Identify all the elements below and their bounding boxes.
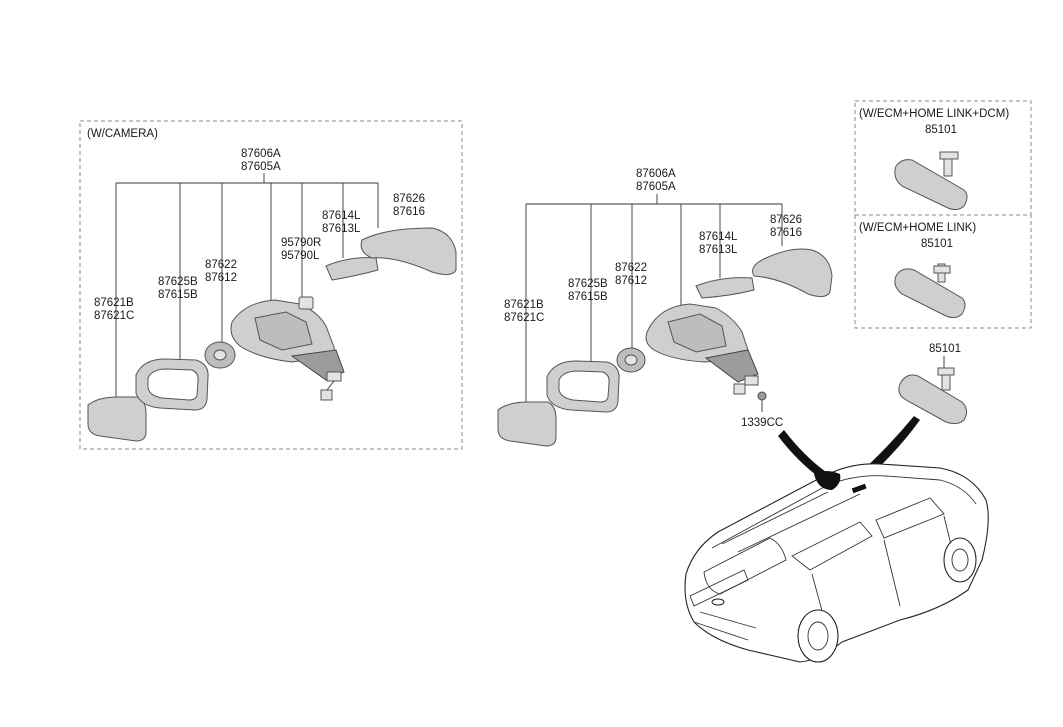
right-bezel-code-2: 87615B [568,291,608,303]
car-rear-wheel-hub [807,621,829,651]
right-standard-group: 87606A 87605A 87621B 87621C 87625B 87615… [497,168,833,447]
inside-mirror-part-2: 85101 [921,238,953,250]
left-actuator-code-2: 87612 [205,272,237,284]
car-rear-wheel [797,609,839,663]
car-front-wheel-hub [951,548,969,572]
right-screw-shape [757,391,767,401]
car-emblem [711,598,725,606]
left-repeater-code-2: 87613L [322,223,361,235]
camera-group-title: (W/CAMERA) [87,128,158,140]
inside-mirror-mount-1 [939,151,959,160]
inside-mirror-mount-2 [933,265,951,274]
right-repeater-shape [695,277,755,299]
right-actuator-hub [624,354,638,366]
left-bezel-inner-shape [147,368,199,401]
right-cover-code-1: 87626 [770,214,802,226]
left-assembly-code-1: 87606A [241,148,281,160]
left-assembly-code-2: 87605A [241,161,281,173]
camera-group-frame [79,120,463,450]
left-actuator-code-1: 87622 [205,259,237,271]
car-front-wheel [943,537,977,583]
right-cover-shape [752,248,833,298]
inside-mirror-shape-3 [898,374,968,425]
right-repeater-code-2: 87613L [699,244,738,256]
left-repeater-shape [325,257,379,281]
left-actuator-hub [213,349,227,361]
inside-mirror-mount-3 [937,367,955,376]
inside-mirror-title-1: (W/ECM+HOME LINK+DCM) [859,108,1009,120]
right-assembly-code-1: 87606A [636,168,676,180]
left-mirror-glass-shape [87,396,147,442]
inside-mirror-shape-1 [894,159,968,211]
left-connector-1 [326,371,342,382]
left-bezel-code-2: 87615B [158,289,198,301]
right-housing-detail [667,313,727,353]
right-glass-code-1: 87621B [504,299,544,311]
right-actuator-code-1: 87622 [615,262,647,274]
inside-mirror-frame-2 [854,214,1032,329]
left-bezel-code-1: 87625B [158,276,198,288]
car-inside-mirror-highlight [851,483,867,494]
car-outer-mirror-highlight [814,471,841,490]
car-side-windows [791,497,945,571]
pointer-arrow-outer-mirror [778,430,826,478]
car-roof-rail [721,491,861,553]
car-bumper [693,611,757,641]
right-motor-shape [704,349,759,383]
inside-mirror-group: (W/ECM+HOME LINK+DCM) 85101 (W/ECM+HOME … [854,100,1032,425]
left-camera-group: (W/CAMERA) 87606A 87605A 87621B 87621C 8… [79,120,463,450]
right-bezel-code-1: 87625B [568,278,608,290]
car-rear-window [703,537,787,595]
right-cover-code-2: 87616 [770,227,802,239]
inside-mirror-part-1: 85101 [925,124,957,136]
inside-mirror-part-3: 85101 [929,343,961,355]
left-lamp-shape [298,296,314,310]
car-taillight [689,569,749,607]
left-glass-code-2: 87621C [94,310,134,322]
left-housing-detail [254,311,313,351]
left-lamp-code-1: 95790R [281,237,321,249]
left-cover-code-2: 87616 [393,206,425,218]
right-connector-2 [733,383,746,395]
right-screw-code: 1339CC [741,417,783,429]
left-lamp-code-2: 95790L [281,250,320,262]
left-cover-shape [360,227,457,276]
right-assembly-code-2: 87605A [636,181,676,193]
right-mirror-glass-shape [497,401,557,447]
vehicle-illustration [684,416,989,663]
right-bezel-inner-shape [558,370,610,403]
left-repeater-code-1: 87614L [322,210,361,222]
left-connector-2 [320,389,333,401]
left-wire [326,380,335,391]
inside-mirror-title-2: (W/ECM+HOME LINK) [859,222,976,234]
left-cover-code-1: 87626 [393,193,425,205]
inside-mirror-shape-2 [894,268,966,319]
left-glass-code-1: 87621B [94,297,134,309]
right-connector-1 [744,375,759,386]
right-repeater-code-1: 87614L [699,231,738,243]
right-actuator-code-2: 87612 [615,275,647,287]
car-body-outline [684,463,989,663]
right-glass-code-2: 87621C [504,312,544,324]
